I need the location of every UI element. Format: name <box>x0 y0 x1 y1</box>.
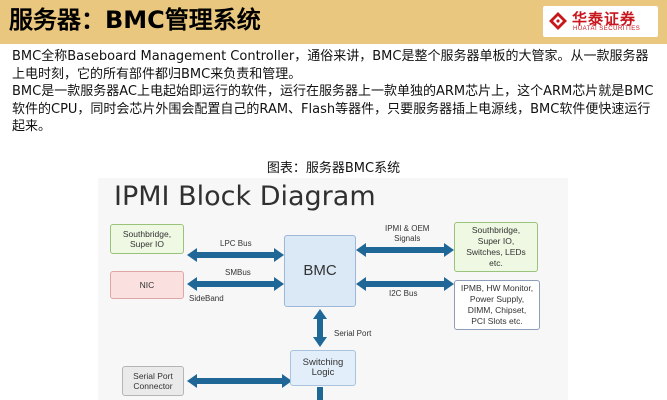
i2c-bus-arrow <box>356 277 454 291</box>
intro-paragraph-2: BMC是一款服务器AC上电起始即运行的软件，运行在服务器上一款单独的ARM芯片上… <box>12 84 654 134</box>
switching-logic-box: Switching Logic <box>290 350 356 386</box>
intro-text: BMC全称Baseboard Management Controller，通俗来… <box>12 48 660 136</box>
lpc-bus-arrow <box>187 248 284 262</box>
ipmi-block-diagram: IPMI Block Diagram Southbridge, Super IO… <box>98 178 568 400</box>
serial-port-arrow <box>313 309 327 347</box>
bmc-box: BMC <box>284 235 356 307</box>
ipmi-signals-arrow <box>356 243 454 257</box>
southbridge-switches-box: Southbridge, Super IO, Switches, LEDs et… <box>454 222 538 272</box>
diagram-title: IPMI Block Diagram <box>114 181 376 212</box>
hw-monitor-box: IPMB, HW Monitor, Power Supply, DIMM, Ch… <box>454 280 540 330</box>
sideband-label: SideBand <box>189 294 224 303</box>
brand-logo-box: 华泰证券 HUATAI SECURITIES <box>543 6 658 37</box>
nic-box: NIC <box>110 271 184 299</box>
connector-arrow <box>187 374 292 388</box>
slide-title: 服务器：BMC管理系统 <box>9 6 261 34</box>
diagram-arrows <box>187 243 454 400</box>
lpc-bus-label: LPC Bus <box>220 239 252 248</box>
brand-name-cn: 华泰证券 <box>572 10 637 28</box>
serial-port-connector-box: Serial Port Connector <box>122 366 184 396</box>
intro-paragraph-1: BMC全称Baseboard Management Controller，通俗来… <box>12 49 649 82</box>
smbus-arrow <box>187 277 284 291</box>
i2c-bus-label: I2C Bus <box>389 289 418 298</box>
serial-port-label: Serial Port <box>334 329 372 338</box>
southbridge-superio-box: Southbridge, Super IO <box>110 224 184 254</box>
ipmi-oem-signals-label: IPMI & OEM Signals <box>385 224 430 243</box>
figure-caption: 图表：服务器BMC系统 <box>266 161 401 176</box>
smbus-label: SMBus <box>225 268 251 277</box>
slide-header: 服务器：BMC管理系统 华泰证券 HUATAI SECURITIES <box>0 0 667 44</box>
downward-stub <box>317 387 323 400</box>
huatai-logo-icon <box>549 12 567 30</box>
brand-name-en: HUATAI SECURITIES <box>573 26 641 32</box>
